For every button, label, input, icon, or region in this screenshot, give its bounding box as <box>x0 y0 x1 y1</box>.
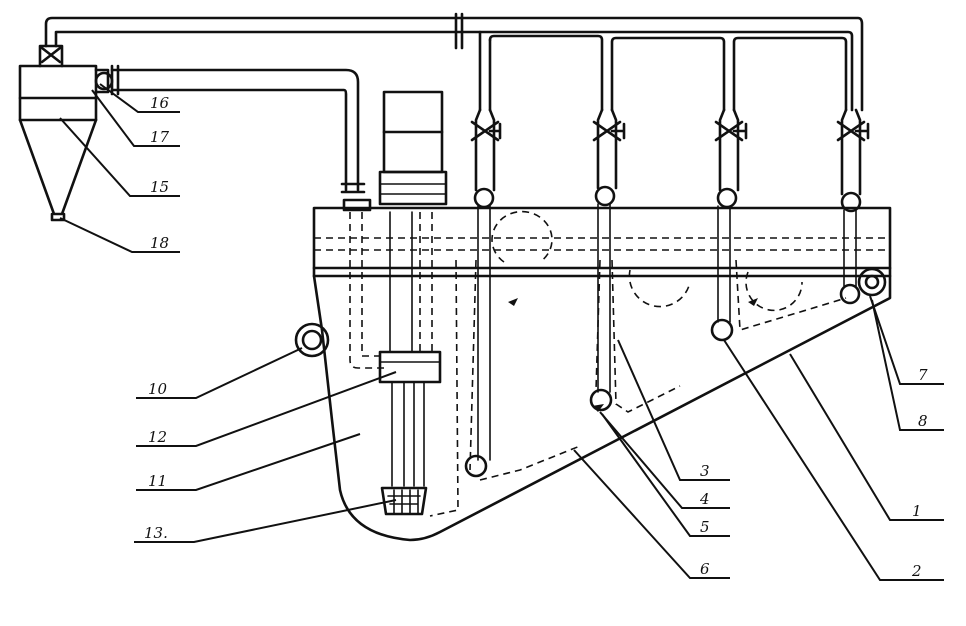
air-header-pipe <box>44 12 864 112</box>
aerator-column-4 <box>836 108 870 305</box>
label-13: 13. <box>144 524 168 542</box>
outlet-port <box>857 267 887 297</box>
aerator-column-2 <box>589 108 626 412</box>
label-1: 1 <box>912 502 922 520</box>
label-10: 10 <box>148 380 168 398</box>
suction-pipe <box>110 64 366 194</box>
inlet-pipe <box>294 322 330 358</box>
tank-body <box>312 198 892 542</box>
label-17: 17 <box>150 128 170 146</box>
label-5: 5 <box>700 518 710 536</box>
label-4: 4 <box>699 490 710 508</box>
aerator-column-3 <box>710 108 748 342</box>
label-2: 2 <box>911 562 922 580</box>
label-16: 16 <box>150 94 170 112</box>
label-15: 15 <box>150 178 169 196</box>
cyclone-separator <box>18 44 114 222</box>
label-8: 8 <box>918 412 928 430</box>
label-3: 3 <box>700 462 710 480</box>
internal-dashed-lines <box>314 210 890 517</box>
part-labels: 16 17 15 18 10 12 11 13. 3 4 5 6 7 8 1 2 <box>144 94 928 580</box>
label-18: 18 <box>150 234 169 252</box>
label-6: 6 <box>700 560 710 578</box>
motor <box>378 90 448 206</box>
label-7: 7 <box>918 366 928 384</box>
label-11: 11 <box>148 472 167 490</box>
flow-arrows <box>508 298 758 412</box>
label-12: 12 <box>148 428 167 446</box>
branch-pipes <box>478 30 848 112</box>
impeller-assembly <box>378 211 442 516</box>
leader-lines <box>59 83 944 581</box>
